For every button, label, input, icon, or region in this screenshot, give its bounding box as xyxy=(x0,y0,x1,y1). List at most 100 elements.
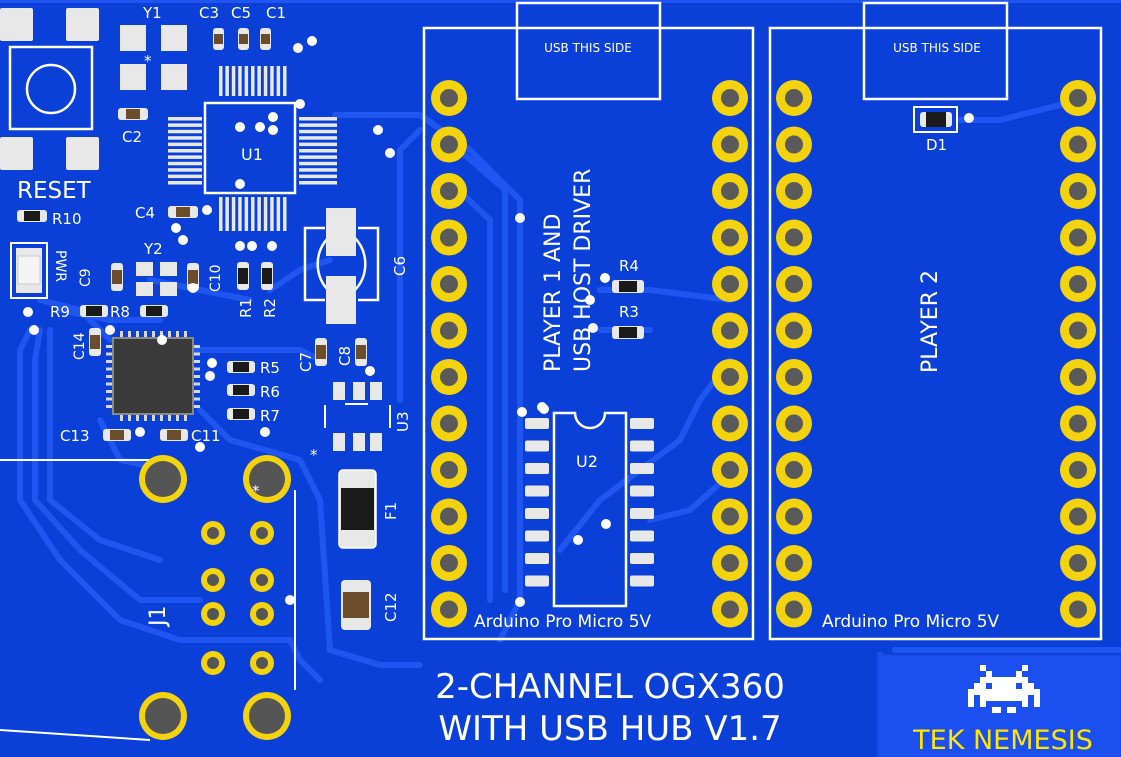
header-pin-hole xyxy=(785,275,803,293)
u1-pin xyxy=(299,136,337,140)
hub-pin xyxy=(168,415,171,421)
u1-pin xyxy=(168,181,202,185)
hub-pin xyxy=(106,367,112,371)
u1-pin xyxy=(257,66,261,96)
via xyxy=(964,113,974,123)
hub-pin xyxy=(194,382,200,386)
header-pin-hole xyxy=(721,414,739,433)
header-pin-hole xyxy=(721,368,739,386)
label-u3: U3 xyxy=(394,411,412,432)
label-c4: C4 xyxy=(135,204,155,222)
header-pin-hole xyxy=(785,368,803,386)
via xyxy=(307,36,317,46)
u1-pin xyxy=(257,197,261,231)
header-pin-hole xyxy=(785,321,803,340)
label-c1: C1 xyxy=(266,4,286,22)
hub-pin xyxy=(144,415,147,421)
u1-pin xyxy=(168,149,202,153)
via xyxy=(585,295,595,305)
hub-pin xyxy=(106,397,112,401)
via xyxy=(260,427,270,437)
header-pin-hole xyxy=(1069,135,1087,154)
via xyxy=(268,125,278,135)
via xyxy=(268,112,278,122)
label-r1: R1 xyxy=(237,298,255,318)
u1-pin xyxy=(168,136,202,140)
u1-pin xyxy=(283,66,287,96)
label-usb-side-2: USB THIS SIDE xyxy=(893,41,981,55)
header-pin-hole xyxy=(440,600,458,619)
u1-pin xyxy=(283,197,287,231)
u1-pin xyxy=(299,181,337,185)
u2-pin xyxy=(630,418,654,429)
u1-pin xyxy=(231,66,236,96)
via xyxy=(105,325,115,335)
u2-pin xyxy=(630,485,654,497)
u1-pin xyxy=(299,174,337,179)
header-pin-hole xyxy=(1069,228,1087,247)
via xyxy=(267,241,277,251)
label-r7: R7 xyxy=(260,407,280,425)
reset-switch[interactable] xyxy=(0,8,99,170)
u2-pin xyxy=(525,553,549,564)
hub-pin xyxy=(128,415,131,421)
u1-pin xyxy=(168,129,202,134)
u1-pin xyxy=(299,161,337,166)
hub-pin xyxy=(144,331,147,337)
header-pin-hole xyxy=(440,368,458,386)
header-pin-hole xyxy=(721,507,739,526)
brand-name: TEK NEMESIS xyxy=(912,725,1093,756)
via xyxy=(255,122,265,132)
via xyxy=(205,371,215,381)
header-pin-hole xyxy=(721,554,739,572)
label-c11: C11 xyxy=(191,427,221,445)
via xyxy=(247,241,257,251)
u2-pin xyxy=(630,530,654,542)
hub-pin xyxy=(194,352,200,356)
usb-connector-j1 xyxy=(139,455,291,740)
header-pin-hole xyxy=(721,275,739,293)
header-pin-hole xyxy=(440,275,458,293)
u1-pin xyxy=(299,142,337,147)
header-pin-hole xyxy=(440,182,458,200)
label-j1: J1 xyxy=(146,606,171,629)
label-c2: C2 xyxy=(122,128,142,146)
u1-pin xyxy=(276,66,281,96)
via xyxy=(235,122,245,132)
u1-pin xyxy=(299,168,337,172)
via xyxy=(365,366,375,376)
hub-pin xyxy=(152,415,155,421)
u1-pin xyxy=(168,174,202,179)
label-d1: D1 xyxy=(926,136,947,154)
hub-pin xyxy=(160,415,163,421)
u1-pin xyxy=(238,197,242,231)
u1-pin xyxy=(168,161,202,166)
u1-pin xyxy=(270,197,274,231)
capacitor-c6 xyxy=(303,208,380,324)
label-r8: R8 xyxy=(110,303,130,321)
header-pin-hole xyxy=(785,600,803,619)
u1-pin xyxy=(251,197,255,231)
u2-pin xyxy=(525,463,549,474)
connector-pin-hole xyxy=(207,657,219,669)
u1-pin xyxy=(270,66,274,96)
u1-pin xyxy=(299,155,337,159)
u2-pin xyxy=(525,440,549,452)
u1-pin xyxy=(168,155,202,159)
mark-star-u3: * xyxy=(310,446,318,464)
label-pwr: PWR xyxy=(52,250,68,282)
label-c13: C13 xyxy=(60,427,90,445)
header-pin-hole xyxy=(1069,275,1087,293)
header-pin-hole xyxy=(1069,507,1087,526)
via xyxy=(285,595,295,605)
mark-star-j1: * xyxy=(252,482,260,500)
connector-pin-hole xyxy=(207,608,219,620)
hub-pin xyxy=(106,382,112,386)
hub-pin xyxy=(136,415,139,421)
arduino-footprint-player1 xyxy=(422,1,755,641)
header-pin-hole xyxy=(785,228,803,247)
header-pin-hole xyxy=(440,554,458,572)
u1-pin xyxy=(251,66,255,96)
header-pin-hole xyxy=(785,554,803,572)
u2-pin xyxy=(630,440,654,452)
